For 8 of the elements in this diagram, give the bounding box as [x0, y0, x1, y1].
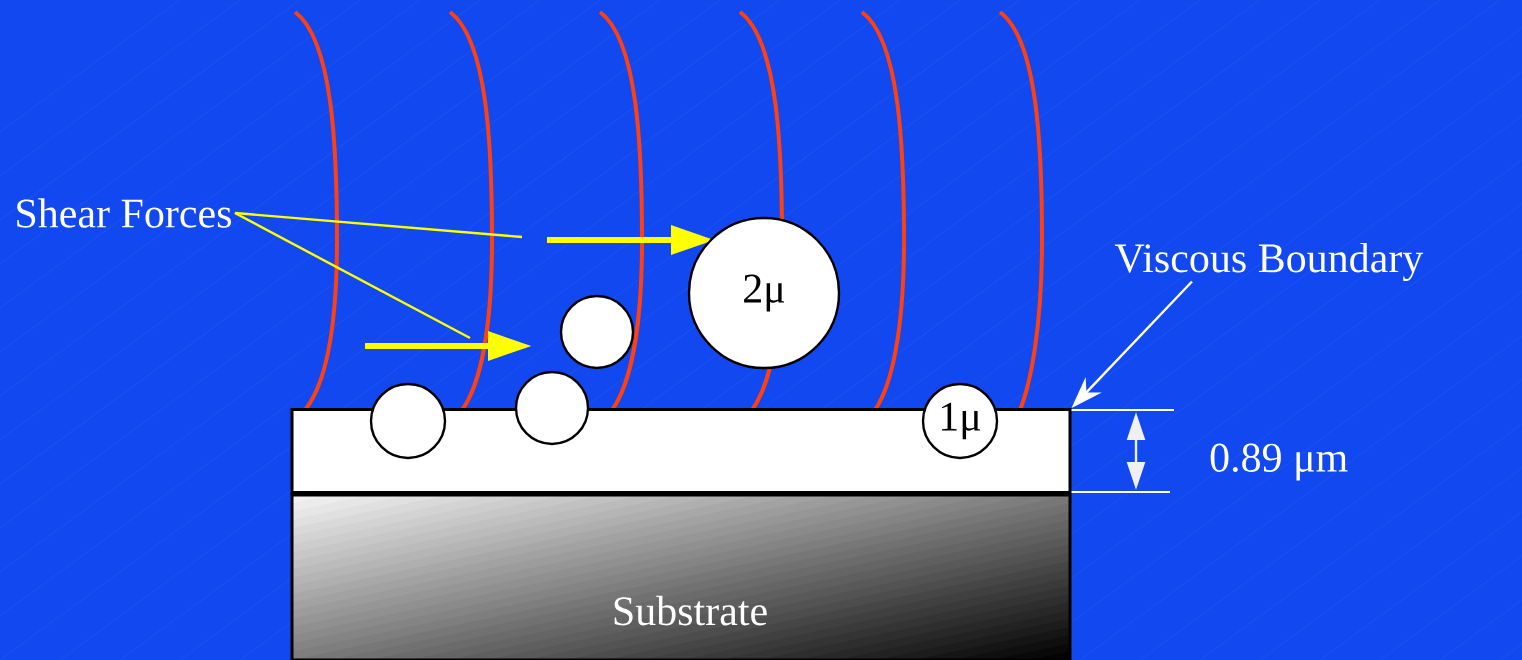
particle-circle	[559, 294, 635, 370]
leader-line	[234, 211, 471, 340]
callout-text: Viscous Boundary	[1114, 242, 1424, 282]
particle-circle	[369, 382, 447, 460]
particle-circle	[514, 370, 590, 446]
substrate-block: Substrate	[290, 493, 1072, 660]
leader-line	[234, 211, 523, 239]
callout-text: Shear Forces	[17, 198, 231, 228]
